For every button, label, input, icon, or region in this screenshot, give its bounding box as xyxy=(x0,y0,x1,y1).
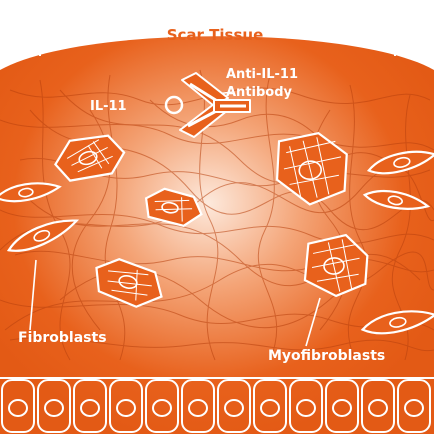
epithelial-nucleus xyxy=(368,399,388,417)
myofibroblast-cell xyxy=(303,233,369,298)
epithelial-nucleus xyxy=(332,399,352,417)
fibroblast-cell xyxy=(367,150,434,175)
fibroblast-cell xyxy=(0,182,62,203)
diagram-title: Scar Tissue xyxy=(167,26,264,44)
epithelial-nucleus xyxy=(260,399,280,417)
epithelial-cell xyxy=(145,379,179,433)
myofibroblast-cell xyxy=(95,258,163,308)
epithelial-nucleus xyxy=(8,399,28,417)
il11-label: IL-11 xyxy=(90,99,127,114)
antibody-label-line1: Anti-IL-11 xyxy=(226,67,298,82)
epithelial-cell xyxy=(109,379,143,433)
il11-molecule xyxy=(164,95,184,115)
fibroblast-cell xyxy=(6,219,80,252)
fibroblast-cell xyxy=(362,189,431,210)
epithelial-cell xyxy=(73,379,107,433)
epithelial-cell xyxy=(253,379,287,433)
epithelial-cell xyxy=(361,379,395,433)
epithelial-cell xyxy=(217,379,251,433)
epithelial-nucleus xyxy=(152,399,172,417)
epithelial-nucleus xyxy=(404,399,424,417)
antibody-label-line2: Antibody xyxy=(226,85,293,100)
fibroblasts-label: Fibroblasts xyxy=(18,330,107,346)
myofibroblast-cell xyxy=(54,134,126,182)
title-bracket xyxy=(39,33,396,56)
epithelial-layer xyxy=(0,377,434,433)
myofibroblast-cell xyxy=(144,187,203,227)
epithelial-nucleus xyxy=(188,399,208,417)
epithelial-cell xyxy=(325,379,359,433)
epithelial-cell xyxy=(37,379,71,433)
antibody-icon xyxy=(179,72,251,138)
epithelial-cell xyxy=(181,379,215,433)
fibroblast-cell xyxy=(360,310,434,335)
myofibroblast-cell xyxy=(275,131,348,206)
epithelial-nucleus xyxy=(296,399,316,417)
epithelial-cell xyxy=(1,379,35,433)
myofibroblasts-label: Myofibroblasts xyxy=(268,348,385,364)
epithelial-nucleus xyxy=(80,399,100,417)
epithelial-cell xyxy=(289,379,323,433)
epithelial-nucleus xyxy=(224,399,244,417)
epithelial-cell xyxy=(397,379,431,433)
epithelial-nucleus xyxy=(116,399,136,417)
epithelial-nucleus xyxy=(44,399,64,417)
